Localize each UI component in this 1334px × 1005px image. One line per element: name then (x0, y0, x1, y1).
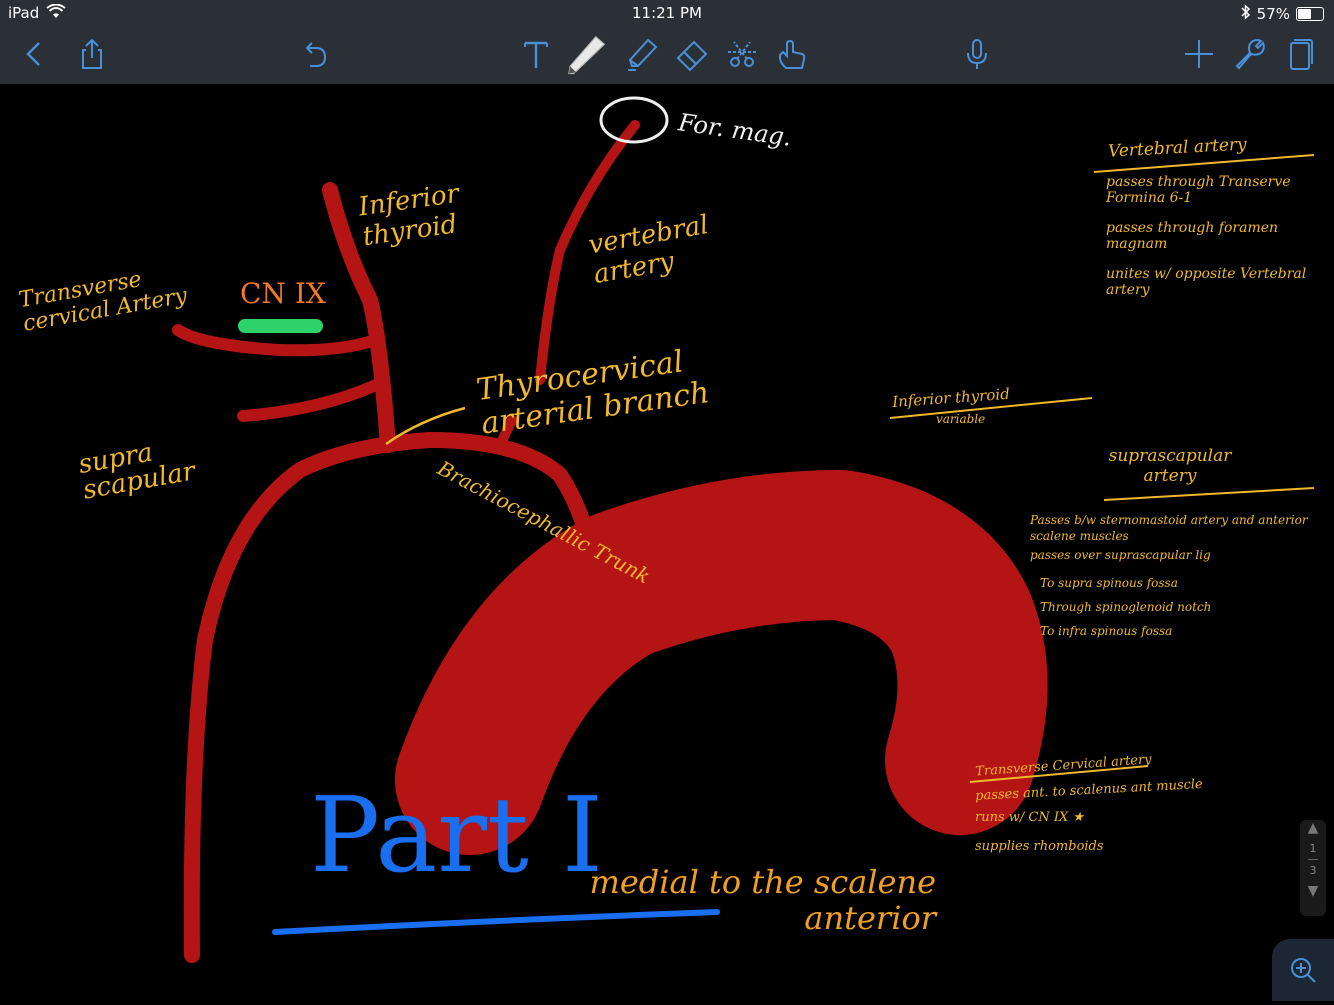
wrench-icon (1235, 39, 1265, 70)
note-item: variable (936, 412, 986, 426)
note-item: To infra spinous fossa (1040, 624, 1173, 638)
text-tool-icon (524, 41, 548, 68)
wifi-icon (46, 3, 66, 24)
part-label: Part I (310, 774, 603, 896)
note-canvas[interactable]: For. mag. Inferior thyroid vertebral art… (0, 84, 1334, 1001)
for-mag-circle (599, 96, 669, 144)
status-bar: iPad 11:21 PM 57% (0, 0, 1334, 28)
carrier-label: iPad (8, 4, 40, 22)
cn-ix-label: CN IX (240, 277, 326, 310)
note-item: supplies rhomboids (975, 839, 1104, 854)
drawing-layer (172, 96, 1315, 963)
note-title: Vertebral artery (1107, 134, 1248, 162)
page-separator (1308, 859, 1318, 860)
notes-suprascapular: suprascapular artery Passes b/w sternoma… (1030, 446, 1325, 638)
microphone-icon (967, 39, 987, 69)
zoom-in-icon (1291, 958, 1316, 983)
note-title: suprascapular artery (1108, 446, 1232, 486)
status-right: 57% (1241, 4, 1324, 24)
inferior-thyroid-line (322, 182, 396, 453)
subclavian-artery (183, 432, 438, 963)
medial-label: medial to the scalene anterior (589, 863, 937, 937)
transverse-cervical-line (172, 324, 381, 357)
notes-vertebral: Vertebral artery passes through Transerv… (1096, 134, 1326, 298)
add-icon (1185, 40, 1213, 68)
thyrocervical-pointer (385, 406, 466, 446)
highlighter-icon (628, 38, 658, 71)
note-item: passes through Transerve Formina 6-1 (1106, 174, 1291, 206)
text-tool-button[interactable] (514, 30, 558, 78)
note-underline (969, 765, 1149, 783)
page-down-icon[interactable]: ▼ (1307, 883, 1319, 899)
lasso-button[interactable] (720, 30, 764, 78)
share-icon (82, 38, 102, 69)
undo-icon (305, 42, 327, 67)
record-audio-button[interactable] (955, 30, 999, 78)
aortic-arch (395, 470, 1048, 855)
pen-tool-button[interactable] (564, 30, 608, 78)
highlighter-button[interactable] (620, 30, 664, 78)
vertebral-artery-line (535, 120, 640, 385)
battery-percent: 57% (1256, 5, 1290, 23)
pages-icon (1290, 39, 1313, 70)
page-indicator[interactable]: ▲ 1 3 ▼ (1300, 820, 1326, 916)
eraser-button[interactable] (670, 30, 714, 78)
battery-fill (1298, 9, 1311, 19)
note-item: Through spinoglenoid notch (1040, 600, 1212, 614)
eraser-icon (676, 40, 708, 72)
pages-button[interactable] (1278, 30, 1322, 78)
toolbar: iPad 11:21 PM 57% (0, 0, 1334, 84)
notes-inferior-thyroid: Inferior thyroid variable (892, 385, 1092, 426)
scissors-icon (728, 41, 756, 67)
note-item: passes ant. to scalenus ant muscle (974, 776, 1204, 804)
back-button[interactable] (12, 30, 56, 78)
zoom-button[interactable] (1272, 939, 1334, 1001)
notes-transverse-cervical: Transverse Cervical artery passes ant. t… (974, 752, 1275, 854)
share-button[interactable] (70, 30, 114, 78)
note-item: runs w/ CN IX ★ (975, 810, 1085, 825)
add-button[interactable] (1177, 30, 1221, 78)
note-item: passes over suprascapular lig (1030, 548, 1211, 562)
clock: 11:21 PM (632, 4, 702, 22)
pen-tool-icon (568, 36, 606, 75)
note-underline (889, 397, 1093, 419)
note-item: unites w/ opposite Vertebral artery (1106, 266, 1307, 298)
page-current: 1 (1309, 842, 1317, 855)
tools-button[interactable] (1227, 30, 1271, 78)
suprascapular-line (237, 379, 382, 422)
hand-tool-button[interactable] (770, 30, 814, 78)
page-total: 3 (1309, 864, 1317, 877)
battery-icon (1296, 7, 1324, 21)
page-up-icon[interactable]: ▲ (1307, 820, 1319, 836)
part-underline (272, 909, 720, 935)
artery-drawings (172, 120, 1048, 963)
hand-icon (778, 39, 806, 69)
undo-button[interactable] (292, 30, 336, 78)
note-underline (1093, 154, 1315, 173)
bluetooth-icon (1241, 4, 1251, 24)
back-icon (26, 42, 40, 66)
note-item: To supra spinous fossa (1040, 576, 1178, 590)
note-item: passes through foramen magnam (1106, 220, 1279, 252)
brachiocephalic-trunk (422, 432, 608, 608)
thyrocervical-stub (495, 415, 517, 450)
note-underline (1103, 487, 1315, 501)
note-item: Passes b/w sternomastoid artery and ante… (1030, 513, 1308, 543)
